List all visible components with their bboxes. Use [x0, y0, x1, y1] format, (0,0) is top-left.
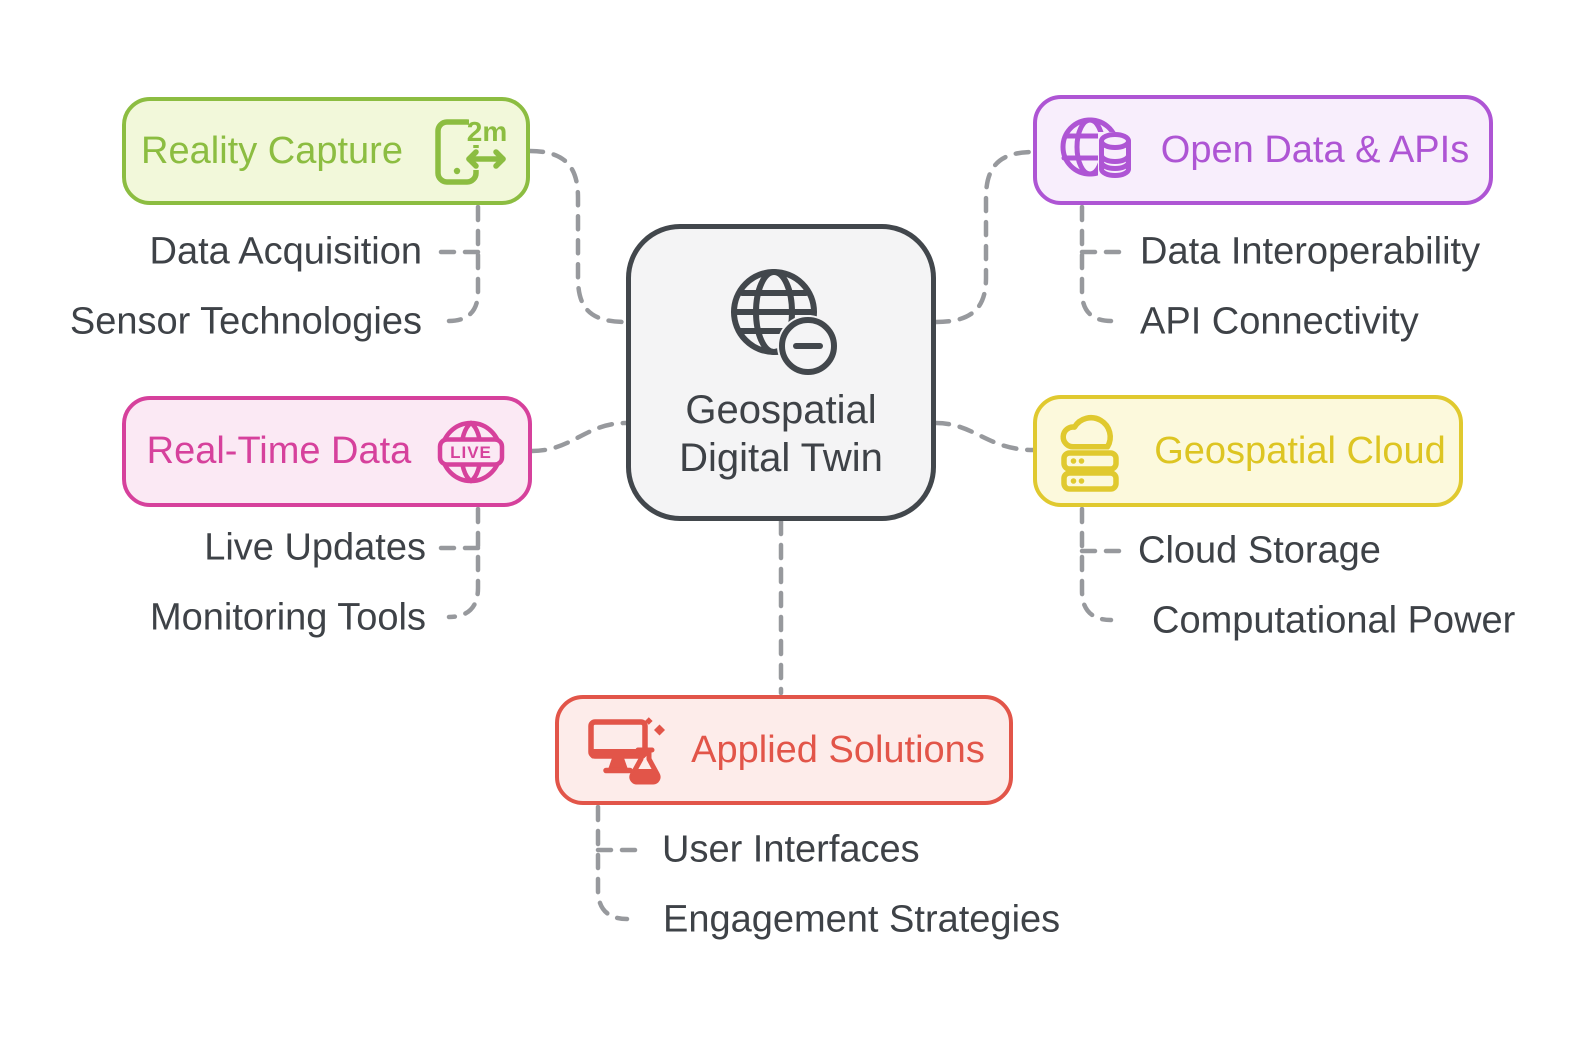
connector-center-opendata — [933, 149, 1036, 325]
branch-real-time-data-label: Real-Time Data — [146, 430, 412, 472]
center-title: Geospatial Digital Twin — [679, 386, 883, 482]
branch-real-time-data: Real-Time Data LIVE — [122, 396, 532, 507]
sub-item-api-connectivity: API Connectivity — [1140, 300, 1419, 343]
sub-item-sensor-technologies: Sensor Technologies — [69, 300, 422, 343]
connector-geocloud-children — [1079, 506, 1114, 623]
sub-item-data-interoperability: Data Interoperability — [1140, 230, 1481, 273]
center-title-line2: Digital Twin — [679, 435, 883, 480]
sub-item-live-updates: Live Updates — [204, 526, 426, 569]
connector-opendata-children — [1079, 204, 1114, 324]
center-title-line1: Geospatial — [685, 387, 877, 432]
connector-center-geocloud — [933, 420, 1036, 453]
connector-reality-children — [446, 204, 481, 324]
branch-applied-solutions: Applied Solutions — [555, 695, 1013, 805]
live-globe-icon-text: LIVE — [450, 443, 492, 462]
globe-database-icon — [1060, 117, 1135, 180]
phone-measure-icon: 2m — [435, 115, 507, 185]
sub-item-cloud-storage: Cloud Storage — [1138, 529, 1381, 572]
branch-reality-capture: Reality Capture 2m — [122, 97, 530, 205]
phone-measure-icon-text: 2m — [467, 116, 507, 147]
center-node-geospatial-digital-twin: Geospatial Digital Twin — [626, 224, 936, 521]
connector-applied-children — [595, 804, 630, 922]
sub-item-user-interfaces: User Interfaces — [662, 828, 920, 871]
live-globe-icon: LIVE — [438, 420, 505, 483]
sub-item-engagement-strategies: Engagement Strategies — [663, 898, 1061, 941]
branch-open-data-apis-label: Open Data & APIs — [1160, 128, 1470, 171]
branch-geospatial-cloud-label: Geospatial Cloud — [1154, 429, 1446, 472]
branch-open-data-apis: Open Data & APIs — [1033, 95, 1493, 205]
connector-realtime-children — [446, 506, 481, 620]
sub-item-computational-power: Computational Power — [1152, 599, 1516, 642]
sub-item-data-acquisition: Data Acquisition — [149, 230, 423, 273]
branch-geospatial-cloud: Geospatial Cloud — [1033, 395, 1463, 507]
connector-center-realtime — [529, 420, 629, 454]
branch-reality-capture-label: Reality Capture — [141, 129, 403, 172]
globe-minus-icon — [731, 268, 839, 376]
monitor-flask-icon — [588, 717, 666, 785]
connector-center-reality — [527, 148, 629, 325]
cloud-server-icon — [1060, 415, 1119, 492]
branch-applied-solutions-label: Applied Solutions — [691, 728, 985, 771]
sub-item-monitoring-tools: Monitoring Tools — [149, 596, 426, 639]
